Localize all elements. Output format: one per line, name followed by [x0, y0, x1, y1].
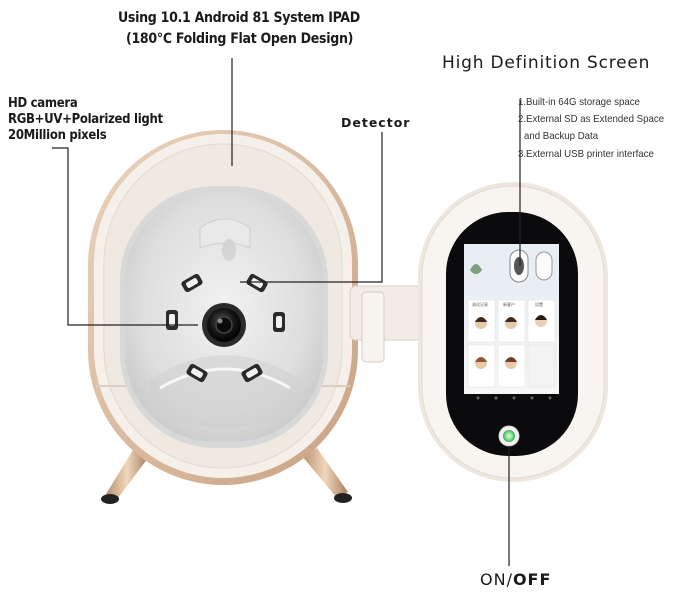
- led-lights: [166, 273, 285, 383]
- detector-callout: Detector: [341, 115, 411, 130]
- callout-lines: [52, 58, 521, 566]
- lcd-display: [464, 244, 559, 400]
- power-callout: ON/OFF: [480, 570, 551, 589]
- spec-item: 1.Built-in 64G storage space: [518, 96, 640, 108]
- screen-title: High Definition Screen: [442, 53, 651, 73]
- system-callout-line2: (180℃ Folding Flat Open Design): [126, 31, 354, 47]
- screen-row-label: 设置: [535, 302, 543, 307]
- screen-row-label: 新客户: [503, 302, 515, 307]
- spec-item: and Backup Data: [524, 130, 599, 142]
- power-button-icon: [498, 425, 520, 447]
- device-legs: [101, 448, 352, 504]
- power-on-label: ON/: [480, 570, 513, 589]
- spec-item: 2.External SD as Extended Space: [518, 113, 665, 125]
- camera-callout-line1: HD camera: [8, 96, 78, 111]
- power-off-label: OFF: [512, 570, 552, 589]
- camera-callout-line3: 20Million pixels: [8, 128, 107, 143]
- system-callout-line1: Using 10.1 Android 81 System IPAD: [118, 10, 360, 26]
- hinge: [349, 285, 423, 363]
- camera-lens-icon: [202, 303, 246, 347]
- camera-callout-line2: RGB+UV+Polarized light: [8, 112, 163, 127]
- screen-row-label: 测试记录: [472, 302, 488, 307]
- spec-item: 3.External USB printer interface: [518, 148, 654, 160]
